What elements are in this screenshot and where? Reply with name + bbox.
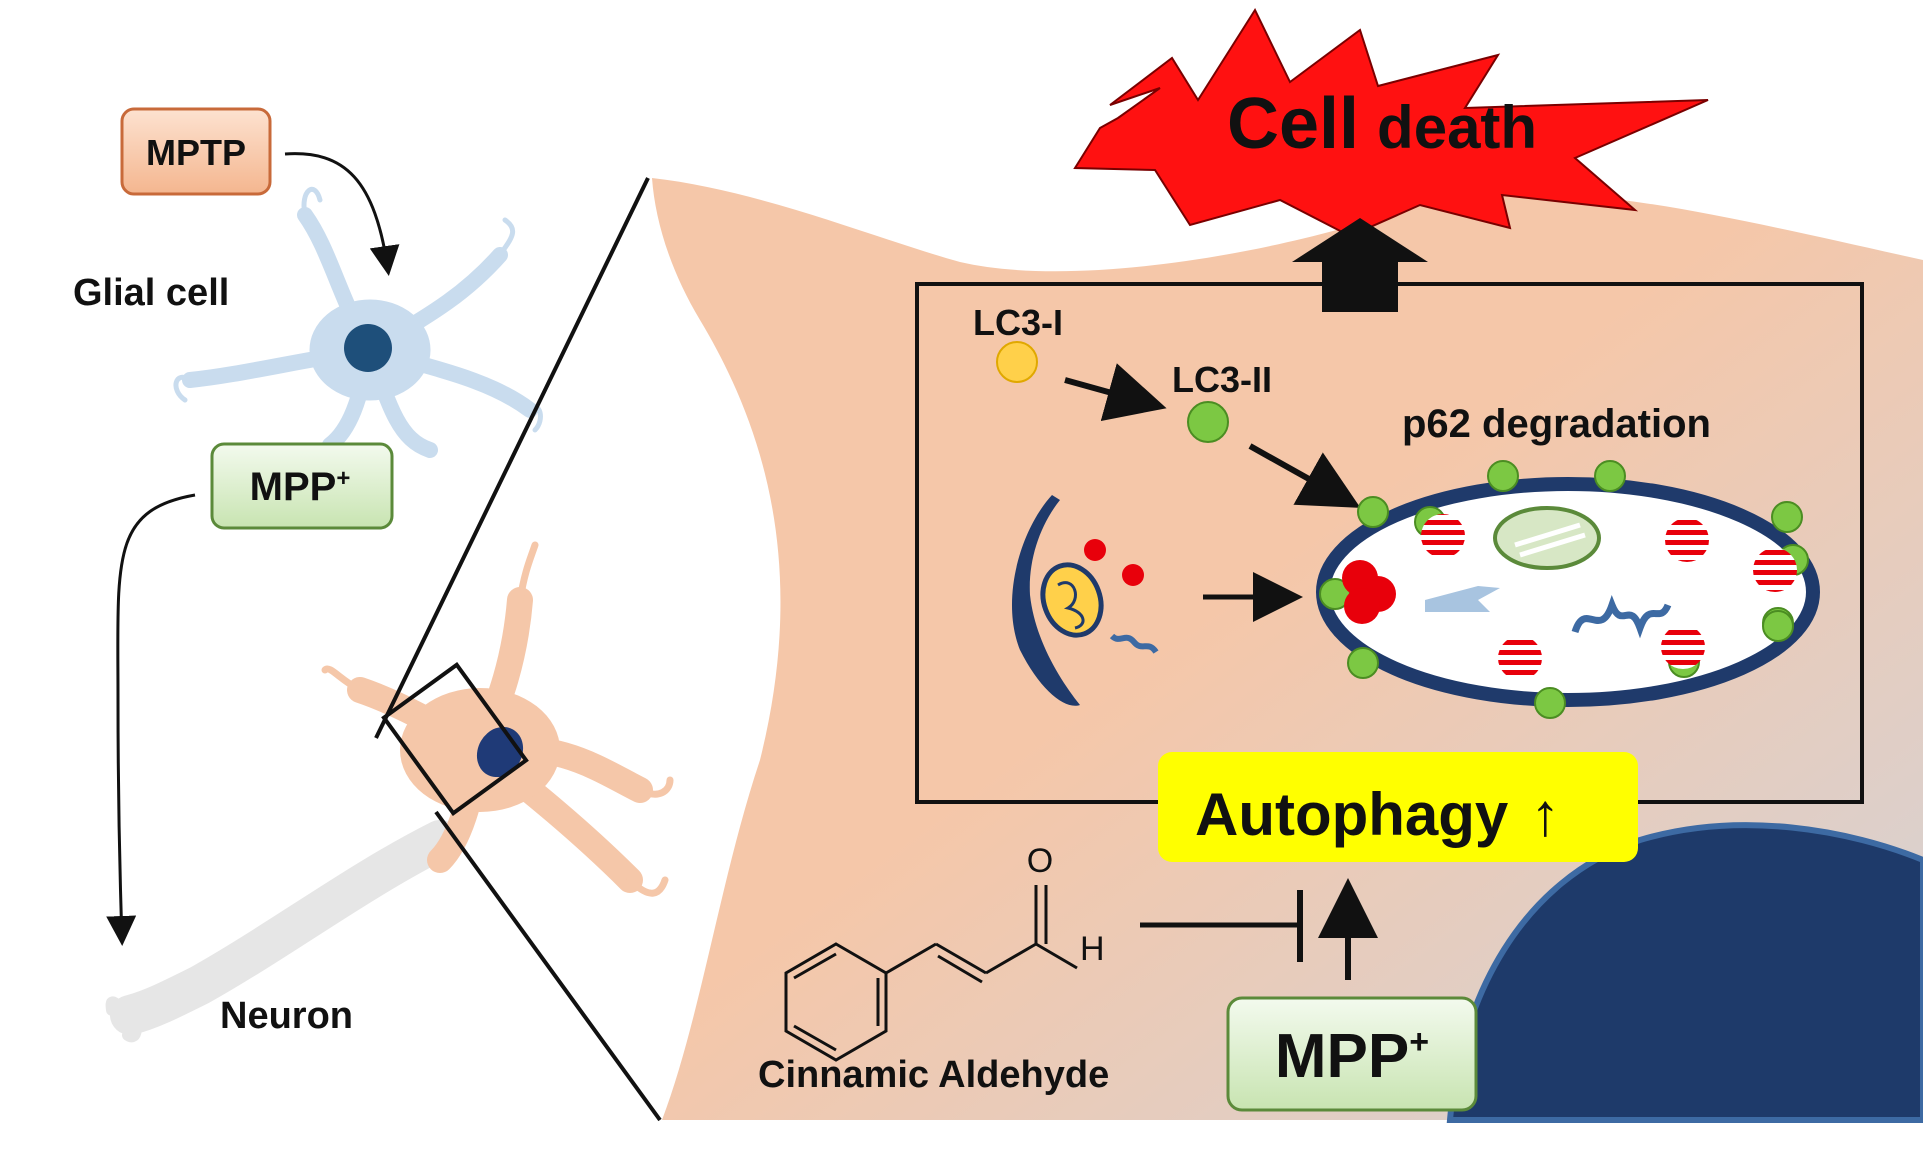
starburst-icon: [1073, 7, 1709, 238]
zoom-line-bottom: [434, 810, 662, 1122]
phagophore-icon: [1011, 495, 1080, 706]
up-arrow-icon: [1292, 218, 1428, 312]
glial-nucleus: [344, 324, 392, 372]
chemical-structure-icon: [784, 885, 1078, 1062]
aldehyde-h-label: H: [1080, 930, 1105, 968]
lc3-i-label: LC3-I: [973, 302, 1063, 343]
cargo-red-dot: [1122, 564, 1144, 586]
lc3-to-lysosome-arrow: [1248, 443, 1361, 508]
mptp-label: MPTP: [146, 132, 246, 173]
neuron-illustration: [105, 541, 674, 1043]
degraded-cargo: [1342, 506, 1797, 680]
mpp-small-label: MPP+: [250, 465, 351, 509]
mptp-to-glia-arrow: [284, 152, 400, 276]
zoom-square: [381, 662, 529, 816]
glial-cell-illustration: [173, 186, 543, 458]
p62-degradation-label: p62 degradation: [1402, 402, 1711, 446]
lc3-conversion-arrow: [1064, 363, 1167, 422]
lc3-ii-particle: [1187, 401, 1229, 443]
cargo-red-dot: [1084, 539, 1106, 561]
mitochondrion-icon: [1040, 562, 1104, 638]
mpp-to-neuron-arrow: [106, 493, 196, 946]
autophagy-box: [1158, 752, 1638, 862]
glial-cell-label: Glial cell: [73, 272, 229, 314]
lc3-i-particle: [996, 341, 1038, 383]
zoom-line-top: [374, 177, 650, 739]
mpp-small-box: [210, 442, 394, 530]
mpp-large-box: [1226, 996, 1478, 1112]
lc3-ii-label: LC3-II: [1172, 359, 1272, 400]
mptp-box: [120, 107, 272, 196]
neuron-label: Neuron: [220, 995, 353, 1037]
aldehyde-o-label: O: [1027, 842, 1053, 880]
compound-label: Cinnamic Aldehyde: [758, 1054, 1109, 1096]
mpp-large-label: MPP+: [1275, 1022, 1429, 1091]
autophagy-label: Autophagy↑: [1195, 781, 1560, 848]
cargo-protein: [1109, 633, 1159, 654]
